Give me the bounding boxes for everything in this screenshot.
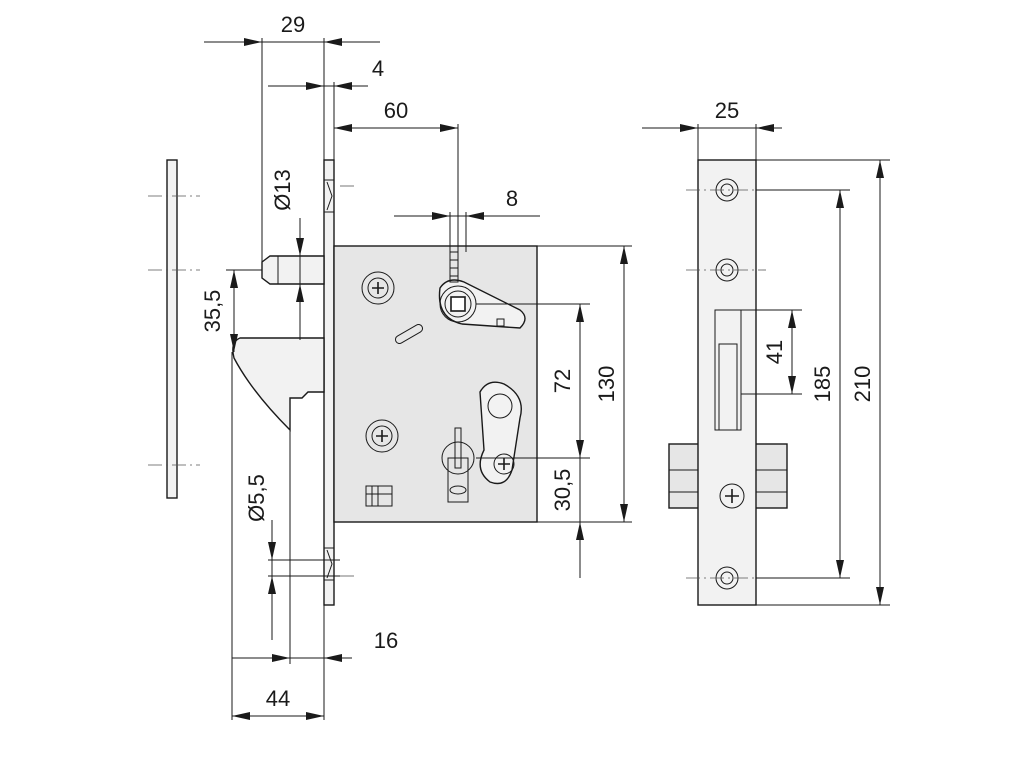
dim-60: 60 [384, 98, 408, 123]
latch-detail [365, 485, 393, 507]
lock-side-view [232, 159, 538, 606]
dimension-labels: 29 4 60 8 Ø13 35,5 Ø5,5 16 44 72 130 30,… [200, 12, 875, 711]
dim-4: 4 [372, 56, 384, 81]
dim-41: 41 [762, 340, 787, 364]
guide-pin [261, 255, 325, 285]
dim-210: 210 [850, 366, 875, 403]
dim-25: 25 [715, 98, 739, 123]
case-screw-top [361, 271, 395, 305]
dim-44: 44 [266, 686, 290, 711]
dim-72: 72 [550, 369, 575, 393]
lock-front-view [668, 159, 788, 606]
dimension-lines [204, 38, 890, 720]
dim-16: 16 [374, 628, 398, 653]
dim-5-5: Ø5,5 [244, 474, 269, 522]
dim-29: 29 [281, 12, 305, 37]
cylinder-hole [441, 427, 475, 503]
dim-30-5: 30,5 [550, 469, 575, 512]
case-screw-bottom [365, 419, 399, 453]
strike-plate [148, 159, 200, 499]
dim-185: 185 [810, 366, 835, 403]
hook-bolt [232, 337, 325, 432]
front-screw-3 [719, 483, 745, 509]
dim-13: Ø13 [270, 169, 295, 211]
dim-130: 130 [594, 366, 619, 403]
front-faceplate [697, 159, 757, 606]
dim-35-5: 35,5 [200, 290, 225, 333]
dim-8: 8 [506, 186, 518, 211]
